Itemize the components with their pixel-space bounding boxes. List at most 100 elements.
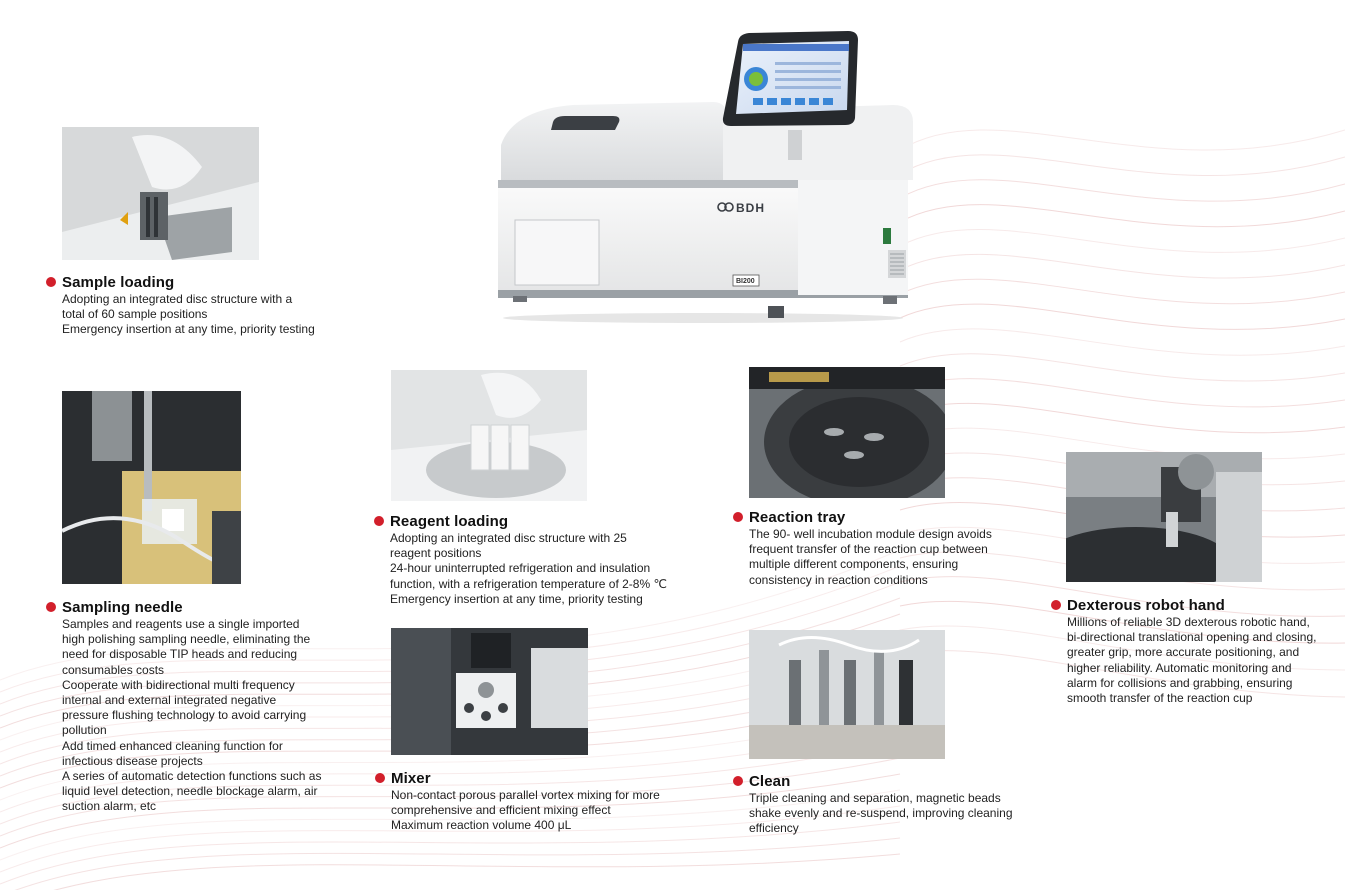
wave-line [0, 741, 901, 825]
wave-line [0, 645, 901, 753]
feature-line: pollution [62, 723, 107, 738]
feature-line: Non-contact porous parallel vortex mixin… [391, 788, 660, 802]
feature-line: comprehensive and efficient mixing effec… [391, 803, 611, 818]
wave-line [14, 837, 901, 890]
red-dot-icon [46, 602, 56, 612]
wave-line [899, 328, 1345, 356]
wave-line [899, 353, 1345, 382]
feature-line: Triple cleaning and separation, magnetic… [749, 791, 1001, 805]
feature-line: The 90- well incubation module design av… [749, 527, 992, 541]
red-dot-icon [375, 773, 385, 783]
sampling-needle-photo [62, 391, 241, 584]
wave-line [899, 378, 1345, 408]
wave-line [0, 629, 901, 741]
analyzer-machine-image: BDH BI200 [493, 30, 918, 325]
feature-line: shake evenly and re-suspend, improving c… [749, 806, 1013, 821]
wave-line [0, 773, 901, 849]
feature-dexterous-robot-hand: Dexterous robot hand Millions of reliabl… [1051, 595, 1317, 706]
wave-line [899, 154, 1345, 176]
feature-line: Emergency insertion at any time, priorit… [62, 322, 315, 337]
feature-title: Reaction tray [749, 508, 846, 526]
feature-line: multiple different components, ensuring [749, 557, 959, 572]
feature-line: Samples and reagents use a single import… [62, 617, 300, 631]
wave-line [0, 661, 901, 765]
wave-line [0, 709, 901, 801]
feature-title: Reagent loading [390, 512, 509, 530]
feature-line: pressure flushing technology to avoid ca… [62, 708, 307, 723]
feature-line: liquid level detection, needle blockage … [62, 784, 318, 799]
wave-line [0, 725, 901, 813]
wave-line [0, 805, 901, 873]
wave-line [0, 677, 901, 777]
wave-line [899, 303, 1345, 330]
reaction-tray-photo [749, 367, 945, 498]
wave-line [0, 693, 901, 789]
feature-line: Cooperate with bidirectional multi frequ… [62, 677, 295, 692]
wave-line [899, 576, 1345, 617]
feature-title: Mixer [391, 769, 431, 787]
wave-line [0, 757, 901, 837]
feature-line: higher reliability. Automatic monitoring… [1067, 660, 1292, 675]
reagent-loading-photo [391, 370, 587, 501]
feature-clean: Clean Triple cleaning and separation, ma… [733, 771, 1013, 837]
red-dot-icon [374, 516, 384, 526]
feature-line: total of 60 sample positions [62, 307, 208, 322]
feature-line: Adopting an integrated disc structure wi… [390, 531, 627, 545]
feature-line: reagent positions [390, 546, 482, 561]
wave-line [0, 789, 901, 861]
feature-title: Clean [749, 772, 791, 790]
red-dot-icon [46, 277, 56, 287]
feature-mixer: Mixer Non-contact porous parallel vortex… [375, 768, 660, 834]
feature-line: Adopting an integrated disc structure wi… [62, 292, 293, 306]
wave-line [899, 129, 1345, 151]
wave-line [899, 253, 1345, 279]
wave-line [899, 278, 1345, 305]
model-label: BI200 [736, 278, 755, 285]
feature-line: Millions of reliable 3D dexterous roboti… [1067, 615, 1310, 629]
feature-line: frequent transfer of the reaction cup be… [749, 542, 988, 557]
feature-line: need for disposable TIP heads and reduci… [62, 647, 298, 662]
wave-line [899, 204, 1345, 228]
feature-title: Sampling needle [62, 598, 183, 616]
wave-line [899, 600, 1345, 644]
feature-reaction-tray: Reaction tray The 90- well incubation mo… [733, 507, 992, 588]
feature-line: 24-hour uninterrupted refrigeration and … [390, 561, 651, 576]
wave-line [899, 229, 1345, 253]
feature-line: consistency in reaction conditions [749, 572, 928, 587]
feature-line: alarm for collisions and grabbing, ensur… [1067, 675, 1293, 690]
feature-line: consumables costs [62, 662, 165, 677]
clean-photo [749, 630, 945, 759]
red-dot-icon [733, 776, 743, 786]
feature-line: internal and external integrated negativ… [62, 693, 277, 708]
feature-line: smooth transfer of the reaction cup [1067, 691, 1253, 706]
feature-line: greater grip, more accurate positioning,… [1067, 645, 1300, 660]
feature-sample-loading: Sample loading Adopting an integrated di… [46, 272, 315, 338]
red-dot-icon [733, 512, 743, 522]
feature-sampling-needle: Sampling needle Samples and reagents use… [46, 597, 322, 815]
feature-title: Sample loading [62, 273, 175, 291]
wave-line [0, 565, 901, 693]
red-dot-icon [1051, 600, 1061, 610]
feature-title: Dexterous robot hand [1067, 596, 1225, 614]
feature-line: A series of automatic detection function… [62, 769, 322, 784]
wave-line [0, 821, 901, 885]
feature-line: Maximum reaction volume 400 μL [391, 818, 572, 833]
mixer-photo [391, 628, 588, 755]
wave-line [899, 179, 1345, 202]
brand-label: BDH [736, 201, 765, 215]
feature-line: infectious disease projects [62, 753, 203, 768]
feature-line: efficiency [749, 821, 799, 836]
feature-line: suction alarm, etc [62, 799, 157, 814]
feature-line: function, with a refrigeration temperatu… [390, 576, 667, 591]
wave-line [53, 853, 901, 890]
feature-line: Add timed enhanced cleaning function for [62, 738, 283, 753]
feature-line: bi-directional translational opening and… [1067, 630, 1317, 645]
wave-line [899, 625, 1345, 671]
feature-line: high polishing sampling needle, eliminat… [62, 632, 311, 647]
robot-hand-photo [1066, 452, 1262, 582]
feature-line: Emergency insertion at any time, priorit… [390, 591, 643, 606]
wave-line [0, 581, 901, 705]
feature-reagent-loading: Reagent loading Adopting an integrated d… [374, 511, 667, 607]
wave-line [0, 597, 901, 717]
wave-line [0, 549, 901, 681]
